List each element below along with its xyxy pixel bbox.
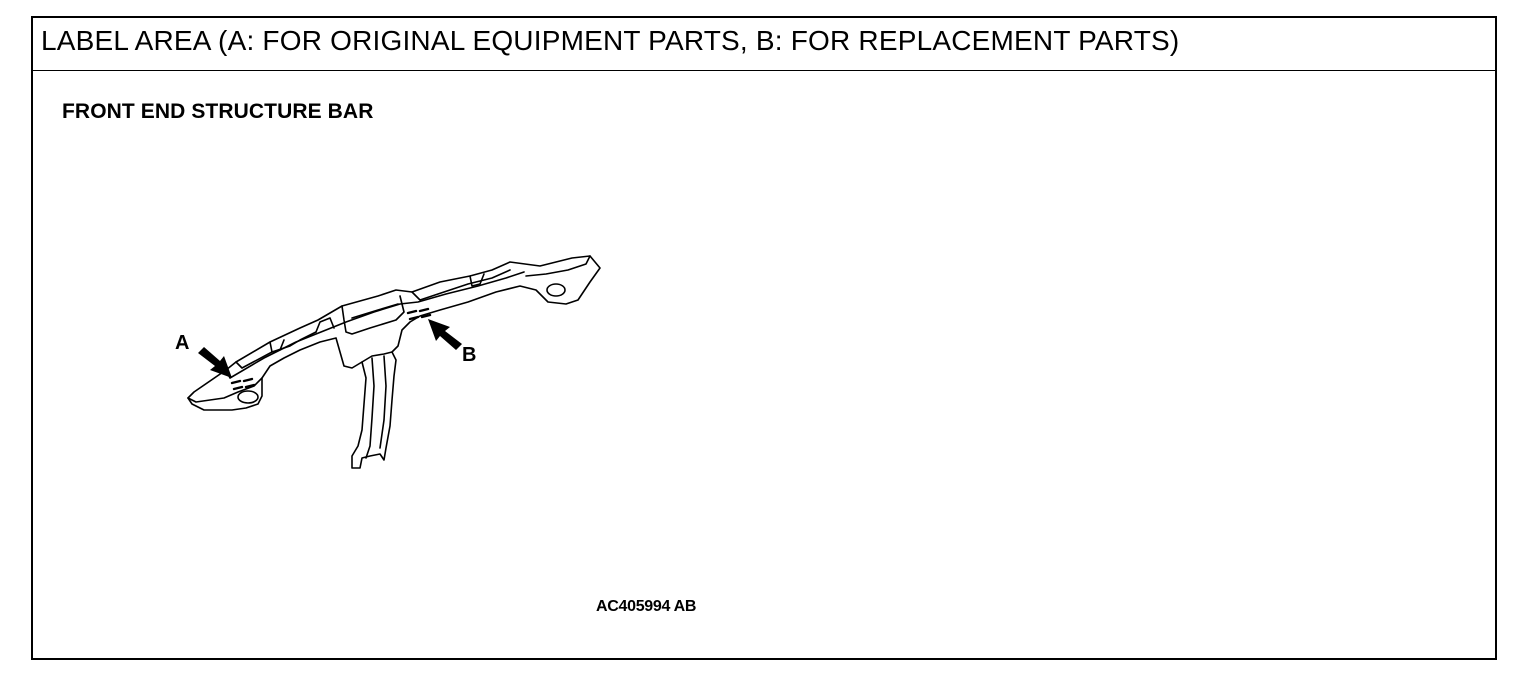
bar-flange-right (411, 269, 511, 301)
label-area-panel: LABEL AREA (A: FOR ORIGINAL EQUIPMENT PA… (31, 16, 1497, 660)
left-end-flange (187, 377, 263, 403)
arrow-b (428, 319, 462, 350)
vertical-strut-inner (365, 357, 375, 459)
bracket-right (469, 273, 485, 287)
bracket-left (269, 339, 285, 353)
center-box-inner (351, 303, 399, 319)
bar-outline (187, 255, 601, 411)
bracket-mid (315, 317, 335, 333)
page-title: LABEL AREA (A: FOR ORIGINAL EQUIPMENT PA… (41, 25, 1180, 56)
panel-header: LABEL AREA (A: FOR ORIGINAL EQUIPMENT PA… (33, 18, 1495, 71)
right-end-hole (546, 283, 566, 297)
left-end-hole (237, 390, 259, 404)
vertical-strut (351, 351, 397, 469)
bar-top-ridge (225, 271, 525, 379)
figure-code: AC405994 AB (596, 598, 697, 615)
label-mark-a (230, 377, 256, 391)
front-end-structure-bar-diagram (187, 255, 601, 469)
vertical-strut-edge (379, 355, 387, 449)
part-name: FRONT END STRUCTURE BAR (62, 100, 374, 123)
label-mark-b (406, 307, 432, 321)
arrow-a (198, 347, 232, 378)
callout-b-label: B (462, 344, 477, 366)
center-box (341, 295, 405, 335)
right-end-flange (525, 255, 591, 277)
callout-a-label: A (175, 332, 190, 354)
